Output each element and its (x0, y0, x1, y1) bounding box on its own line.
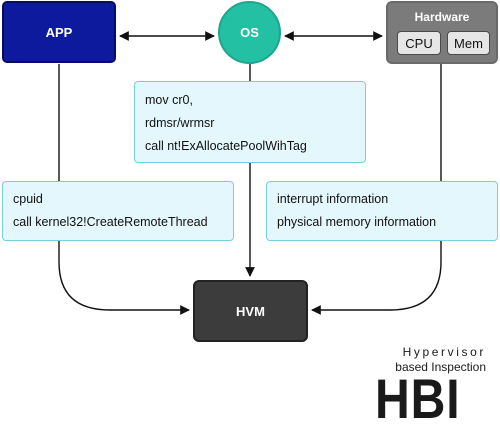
hardware-node: Hardware CPU Mem (386, 1, 498, 64)
hbi-logo: Hypervisor based Inspection HBI (370, 343, 498, 430)
hvm-node: HVM (193, 280, 308, 342)
hardware-note-line: physical memory information (277, 215, 437, 229)
app-hvm-arrow (58, 64, 190, 315)
app-note: cpuid call kernel32!CreateRemoteThread (2, 181, 234, 241)
hardware-note: interrupt information physical memory in… (266, 181, 498, 241)
logo-acronym: HBI (375, 367, 461, 430)
os-note-line: rdmsr/wrmsr (145, 116, 215, 130)
hardware-title: Hardware (414, 10, 470, 24)
mem-chip: Mem (447, 31, 490, 55)
logo-line-1: Hypervisor (402, 345, 486, 359)
app-node: APP (2, 1, 116, 63)
hvm-label: HVM (236, 303, 265, 319)
os-note-line: mov cr0, (145, 93, 193, 107)
os-note: mov cr0, rdmsr/wrmsr call nt!ExAllocateP… (134, 81, 366, 163)
app-note-line: cpuid (13, 192, 43, 206)
hardware-hvm-arrow (311, 64, 442, 315)
logo-line-2: based Inspection (395, 360, 486, 374)
app-label: APP (45, 24, 73, 40)
os-note-line: call nt!ExAllocatePoolWihTag (145, 139, 307, 153)
os-node: OS (218, 1, 281, 64)
cpu-chip: CPU (397, 31, 441, 55)
hardware-note-line: interrupt information (277, 192, 389, 206)
os-label: OS (240, 25, 259, 40)
app-note-line: call kernel32!CreateRemoteThread (13, 215, 208, 229)
